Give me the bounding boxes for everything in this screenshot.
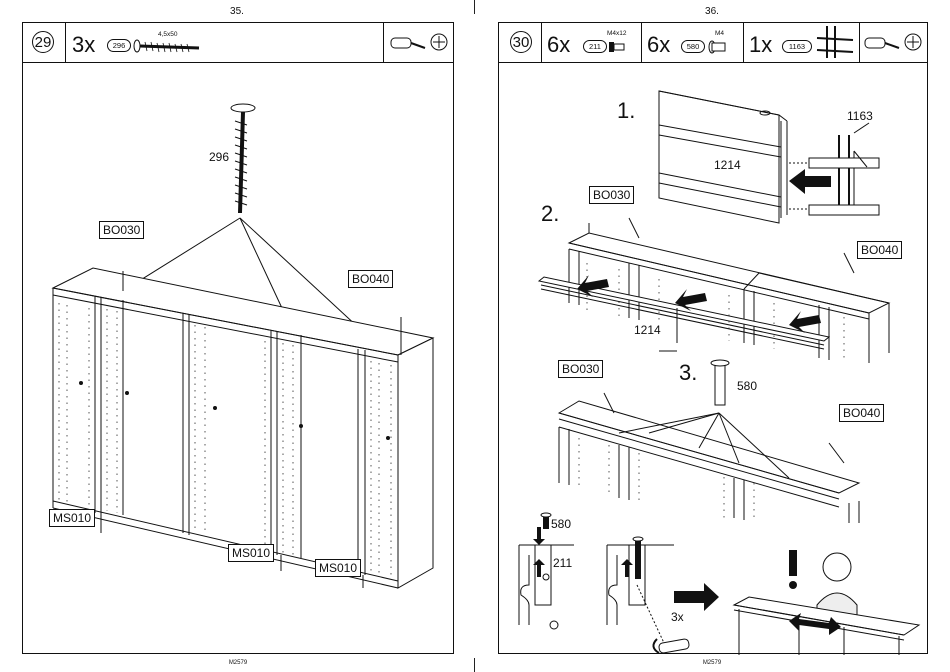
page-footer: M2579	[208, 660, 268, 666]
part-quantity: 6x	[547, 32, 570, 58]
part-label-ms010: MS010	[228, 544, 274, 562]
screw-icon	[133, 38, 203, 58]
part-number-badge: 580	[681, 40, 705, 53]
substep-2-illustration	[499, 213, 929, 363]
step-number: 29	[32, 31, 54, 53]
part-quantity: 3x	[72, 32, 95, 58]
page-number: 36.	[682, 6, 742, 17]
part-label-ms010: MS010	[49, 509, 95, 527]
step-header: 30 6x 211 M4x12 6x 580 M4 1x 1163	[499, 23, 927, 63]
part-size: M4	[715, 30, 724, 37]
substep-number: 1.	[617, 98, 635, 124]
step-number: 30	[510, 31, 532, 53]
divider	[743, 23, 744, 63]
page-footer: M2579	[682, 660, 742, 666]
part-label-1163: 1163	[847, 109, 873, 123]
count-label: 3x	[671, 610, 684, 624]
screw-label: 296	[209, 150, 229, 164]
step-panel: 29 3x 296 4,5x50	[22, 22, 454, 654]
substep-3-illustration	[499, 353, 929, 523]
step-panel: 30 6x 211 M4x12 6x 580 M4 1x 1163	[498, 22, 928, 654]
divider	[541, 23, 542, 63]
part-label-bo040: BO040	[348, 270, 393, 288]
part-label-bo030: BO030	[99, 221, 144, 239]
part-label-211: 211	[553, 556, 572, 570]
divider	[641, 23, 642, 63]
part-number-badge: 1163	[782, 40, 812, 53]
divider	[65, 23, 66, 63]
step-header: 29 3x 296 4,5x50	[23, 23, 453, 63]
part-label-1214: 1214	[714, 158, 741, 172]
sleeve-nut-icon	[709, 40, 727, 54]
divider	[383, 23, 384, 63]
screwdriver-icon	[389, 28, 451, 58]
part-label-580: 580	[737, 379, 757, 393]
part-quantity: 1x	[749, 32, 772, 58]
substep-number: 3.	[679, 360, 697, 386]
part-label-ms010: MS010	[315, 559, 361, 577]
substep-number: 2.	[541, 201, 559, 227]
bolt-icon	[609, 40, 625, 54]
screwdriver-icon	[863, 28, 925, 58]
part-size: 4,5x50	[158, 31, 178, 38]
substep-1-illustration	[499, 63, 929, 223]
divider	[859, 23, 860, 63]
part-label-1214: 1214	[634, 323, 661, 337]
page-number: 35.	[207, 6, 267, 17]
part-label-bo040: BO040	[839, 404, 884, 422]
fold-mark-bottom	[474, 658, 475, 672]
fold-mark-top	[474, 0, 475, 14]
part-label-bo030: BO030	[558, 360, 603, 378]
part-size: M4x12	[607, 30, 627, 37]
part-label-bo030: BO030	[589, 186, 634, 204]
part-label-bo040: BO040	[857, 241, 902, 259]
part-number-badge: 296	[107, 39, 131, 52]
rail-bracket-icon	[815, 24, 855, 62]
part-quantity: 6x	[647, 32, 670, 58]
part-label-580: 580	[551, 517, 571, 531]
part-number-badge: 211	[583, 40, 607, 53]
wardrobe-illustration	[23, 63, 455, 653]
